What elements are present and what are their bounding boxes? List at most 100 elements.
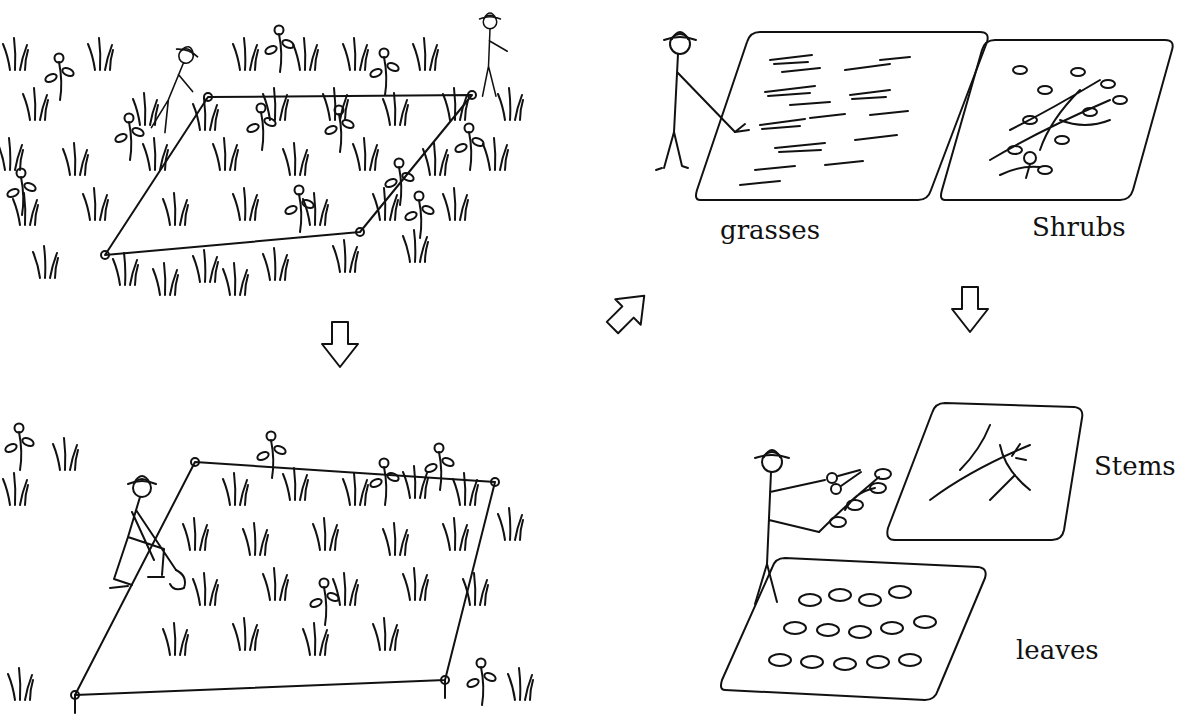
field-quadrat-part <box>498 88 523 120</box>
clipping-quadrat-part <box>110 577 164 588</box>
sorting-sheets-part <box>1038 166 1052 174</box>
clipping-quadrat-part <box>466 659 497 706</box>
separating-sheets-part <box>859 594 881 606</box>
field-quadrat-part <box>323 88 348 120</box>
field-quadrat-part <box>356 228 364 236</box>
separating-sheets-part <box>889 586 911 598</box>
field-quadrat-part <box>143 138 168 170</box>
field-quadrat-part <box>3 38 28 70</box>
field-quadrat-part <box>193 98 218 130</box>
clipping-quadrat-part <box>443 518 468 550</box>
field-quadrat-part <box>264 26 295 73</box>
field-quadrat-part <box>333 240 358 272</box>
flow-arrow <box>600 283 657 340</box>
field-quadrat-part <box>88 38 113 70</box>
flow-arrow <box>322 322 358 367</box>
field-quadrat-part <box>263 88 288 120</box>
separating-sheets-part <box>867 656 889 668</box>
field-quadrat <box>0 13 523 295</box>
separating-sheets-part <box>887 403 1082 540</box>
field-quadrat-part <box>63 143 88 175</box>
sorting-sheets-part <box>1013 66 1027 74</box>
separating-sheets-part <box>847 500 863 510</box>
field-quadrat-part <box>483 138 508 170</box>
separating-sheets-part <box>784 622 806 634</box>
field-quadrat-part <box>263 248 288 280</box>
field-quadrat-part <box>23 88 48 120</box>
clipping-quadrat-part <box>263 568 288 600</box>
field-quadrat-part <box>443 88 468 120</box>
field-quadrat-part <box>213 138 238 170</box>
separating-sheets-part <box>914 616 936 628</box>
clipping-quadrat-part <box>256 432 287 479</box>
sheet-label: Stems <box>1094 452 1176 481</box>
separating-sheets-part <box>881 622 903 634</box>
clipping-quadrat-part <box>303 623 328 655</box>
sorting-sheets-part <box>735 124 749 132</box>
sorting-sheets-part <box>656 54 735 170</box>
field-quadrat-part <box>373 188 398 220</box>
clipping-quadrat-part <box>128 476 156 484</box>
separating-sheets-part <box>930 425 1030 500</box>
field-quadrat-part <box>454 124 485 171</box>
field-quadrat-part <box>33 246 58 278</box>
field-quadrat-part <box>233 38 258 70</box>
field-quadrat-part <box>353 138 378 170</box>
clipping-quadrat-part <box>383 523 408 555</box>
sorting-sheets-part <box>1026 164 1030 178</box>
clipping-quadrat-part <box>441 676 449 684</box>
separating-sheets-part <box>817 624 839 636</box>
clipping-quadrat-part <box>233 618 258 650</box>
field-quadrat-part <box>233 188 258 220</box>
clipping-quadrat-part <box>369 459 400 506</box>
clipping-quadrat-part <box>343 473 368 505</box>
clipping-quadrat-part <box>309 579 340 626</box>
field-quadrat-part <box>153 263 178 295</box>
sheet-label: Shrubs <box>1032 213 1126 242</box>
field-quadrat-part <box>283 143 308 175</box>
separating-sheets-part <box>827 473 837 483</box>
sorting-sheets-part <box>664 32 696 40</box>
separating-sheets-part <box>801 656 823 668</box>
sorting-sheets <box>656 32 1173 200</box>
clipping-quadrat-part <box>453 473 478 505</box>
clipping-quadrat-part <box>508 668 533 700</box>
separating-sheets-part <box>875 469 891 479</box>
separating-sheets-part <box>870 483 886 493</box>
sorting-sheets-part <box>1113 96 1127 104</box>
sorting-sheets-part <box>1101 80 1115 88</box>
clipping-quadrat-part <box>163 623 188 655</box>
separating-sheets-part <box>829 589 851 601</box>
clipping-quadrat-part <box>193 573 218 605</box>
flow-arrow <box>952 287 988 332</box>
sorting-sheets-part <box>762 62 886 152</box>
clipping-quadrat-part <box>283 468 308 500</box>
separating-sheets-part <box>849 626 871 638</box>
sorting-sheets-part <box>941 40 1173 200</box>
field-quadrat-part <box>284 186 315 233</box>
separating-sheets-part <box>799 594 821 606</box>
field-quadrat-part <box>133 93 158 125</box>
field-quadrat-part <box>423 143 448 175</box>
field-quadrat-part <box>293 38 318 70</box>
field-quadrat-part <box>83 188 108 220</box>
clipping-quadrat-part <box>424 444 455 491</box>
field-quadrat-part <box>384 159 415 206</box>
sheet-label: grasses <box>720 216 820 245</box>
field-quadrat-part <box>44 54 75 101</box>
clipping-quadrat-part <box>463 573 488 605</box>
separating-sheets-part <box>721 558 986 700</box>
field-quadrat-part <box>383 93 408 125</box>
field-quadrat-part <box>148 43 206 137</box>
sorting-sheets-part <box>1083 108 1097 116</box>
clipping-quadrat-part <box>170 570 185 589</box>
field-quadrat-part <box>369 49 400 96</box>
sorting-sheets-part <box>1023 116 1037 124</box>
clipping-quadrat-part <box>183 518 208 550</box>
separating-sheets-part <box>834 658 856 670</box>
separating-sheets-part <box>755 472 825 604</box>
clipping-quadrat-part <box>313 518 338 550</box>
field-quadrat-part <box>193 250 218 282</box>
clipping-quadrat-part <box>4 424 35 471</box>
